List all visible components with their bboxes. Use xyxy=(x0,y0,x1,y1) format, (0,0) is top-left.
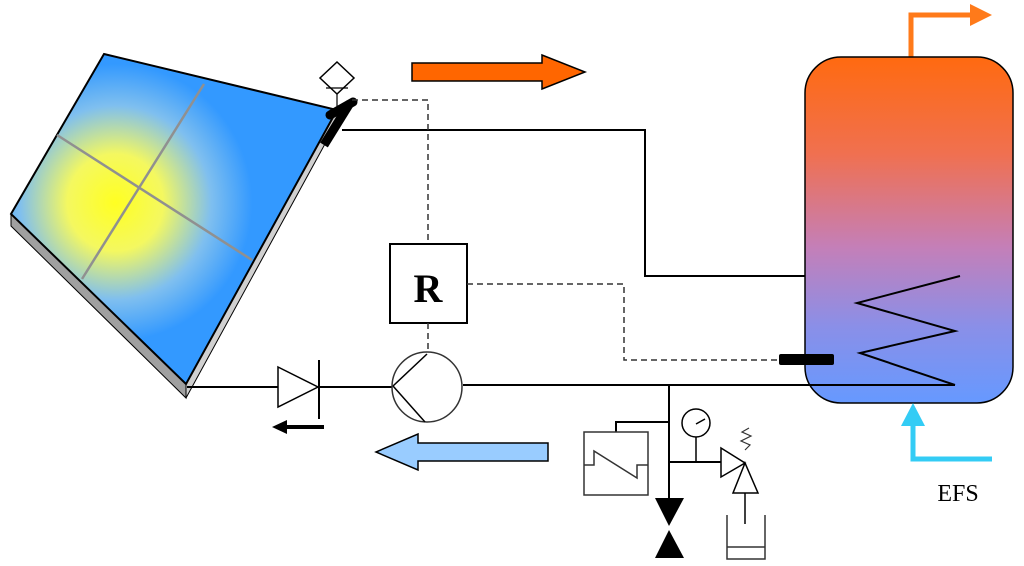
expansion-vessel-membrane xyxy=(584,449,648,480)
pump-triangle-line xyxy=(392,385,426,423)
collector-grid-line xyxy=(56,133,253,262)
collector-sensor-probe xyxy=(320,100,354,148)
cold-flow-arrow xyxy=(374,432,549,472)
pressure-gauge-dial xyxy=(681,408,711,438)
safety-valve-inlet-triangle xyxy=(720,446,747,479)
heat-exchanger-coil xyxy=(853,275,961,386)
flow-direction-arrow xyxy=(272,420,324,434)
control-wire-tank xyxy=(467,283,782,361)
storage-tank: EFS xyxy=(779,4,1014,507)
cold-water-inlet xyxy=(910,425,992,462)
drain-collector xyxy=(726,515,766,560)
pump-body xyxy=(391,351,463,423)
cold-water-inlet-arrowhead xyxy=(901,403,925,426)
supply-pipe xyxy=(342,129,960,277)
collector-temperature-sensor xyxy=(318,60,358,148)
controller: R xyxy=(389,243,468,324)
expansion-vessel xyxy=(583,431,649,496)
safety-valve xyxy=(720,427,760,524)
safety-valve-spring-icon xyxy=(739,427,753,451)
controller-box xyxy=(389,243,468,324)
collector-panel xyxy=(9,52,339,386)
drain-valve-lower xyxy=(655,530,684,558)
drain-valve-upper xyxy=(655,498,684,526)
pump-triangle-line xyxy=(392,353,428,387)
sensor-diamond-icon xyxy=(318,60,356,96)
hot-water-outlet xyxy=(908,12,970,58)
solar-collector xyxy=(9,52,339,400)
controller-label: R xyxy=(414,266,444,311)
control-wire-collector xyxy=(352,99,429,244)
circulation-pump xyxy=(391,351,463,423)
check-valve-triangle xyxy=(277,365,320,409)
expansion-vessel-pipe xyxy=(615,421,669,432)
hot-water-outlet-arrowhead xyxy=(970,4,992,26)
drain-valve xyxy=(655,498,684,558)
pressure-gauge xyxy=(681,408,711,438)
cold-water-inlet-label: EFS xyxy=(937,481,978,507)
collector-grid-line xyxy=(80,83,206,280)
tank-temperature-sensor xyxy=(779,354,834,365)
safety-group xyxy=(583,386,766,560)
pressure-gauge-needle xyxy=(695,418,706,425)
drain-collector-funnel xyxy=(726,515,766,560)
tank-body xyxy=(804,56,1014,404)
flow-direction-arrow-head xyxy=(272,420,287,434)
check-valve xyxy=(277,360,320,419)
hot-flow-arrow xyxy=(411,53,588,91)
